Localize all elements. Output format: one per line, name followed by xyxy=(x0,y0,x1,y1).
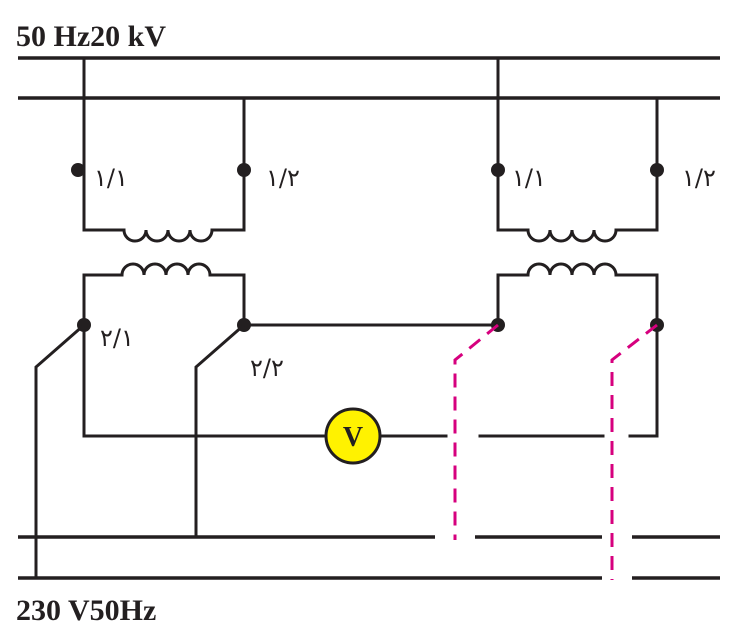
voltmeter-symbol: V xyxy=(343,422,363,453)
label-right-primary-1: ۱/۱ xyxy=(512,164,546,192)
left-secondary-wire-1 xyxy=(82,273,124,327)
right-primary-wire-2 xyxy=(614,96,659,232)
right-secondary-coil xyxy=(526,262,618,276)
right-primary-coil xyxy=(526,229,618,243)
label-left-secondary-1: ۲/۱ xyxy=(100,324,134,352)
label-left-primary-1: ۱/۱ xyxy=(94,164,128,192)
left-primary-wire-1 xyxy=(82,56,126,232)
lv-bus-label: 230 V50Hz xyxy=(16,594,156,627)
voltmeter: V xyxy=(324,407,382,465)
left-primary-wire-2 xyxy=(210,96,246,232)
label-right-primary-2: ۱/۲ xyxy=(682,164,716,192)
left-secondary-lead-1 xyxy=(34,322,87,580)
label-left-primary-2: ۱/۲ xyxy=(266,164,300,192)
left-secondary-lead-2 xyxy=(194,322,247,539)
voltmeter-circle xyxy=(324,407,382,465)
right-secondary-wire-1 xyxy=(496,273,530,327)
right-secondary-wire-2 xyxy=(614,273,659,327)
dashed-connection-1 xyxy=(453,323,499,540)
terminal-right-primary-1 xyxy=(491,163,505,177)
label-left-secondary-2: ۲/۲ xyxy=(250,354,284,382)
dashed-connection-2 xyxy=(610,323,658,580)
terminal-right-primary-2 xyxy=(650,163,664,177)
voltmeter-return-wire xyxy=(628,323,659,438)
left-secondary-wire-2 xyxy=(208,273,246,327)
hv-bus-label: 50 Hz20 kV xyxy=(16,20,166,53)
right-primary-wire-1 xyxy=(496,56,530,232)
left-secondary-coil xyxy=(120,262,212,276)
terminal-left-primary-1 xyxy=(71,163,85,177)
terminal-left-primary-2 xyxy=(237,163,251,177)
left-primary-coil xyxy=(122,229,214,243)
voltmeter-wire-left xyxy=(82,323,328,438)
